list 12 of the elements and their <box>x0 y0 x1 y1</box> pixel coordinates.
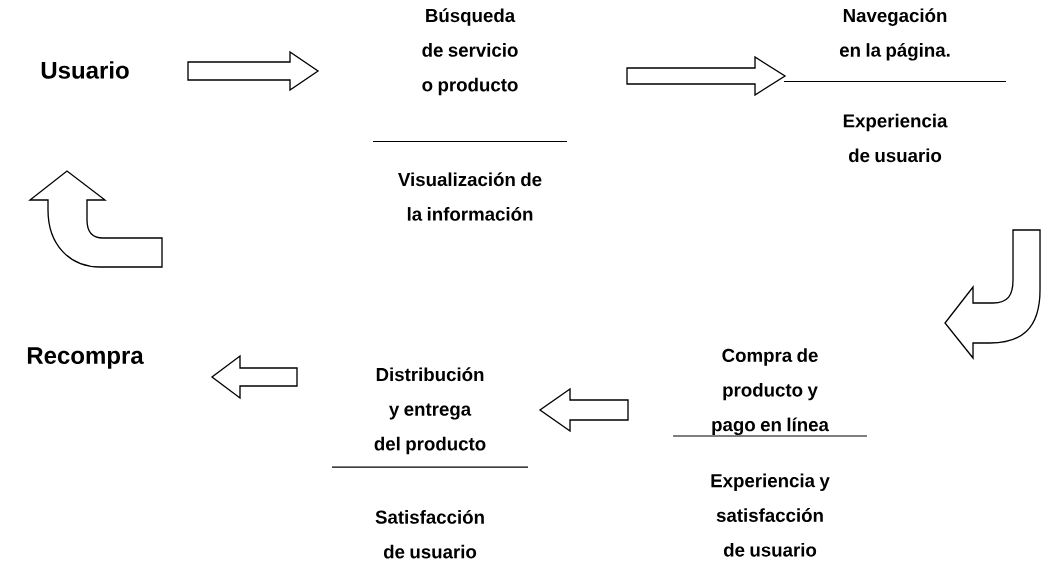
step-text: Distribución y entrega del producto Satisfacción de usuario <box>331 367 529 559</box>
step-text: Compra de producto y pago en línea Experiencia y satisfacción de usuario <box>672 348 868 557</box>
step-label: Usuario <box>41 61 129 79</box>
block-arrow <box>187 50 320 92</box>
step-text: Búsqueda de servicio o producto Visualización de la información <box>372 8 568 221</box>
step-text: Navegación en la página. Experiencia de usuario <box>783 8 1007 163</box>
block-arrow <box>538 387 629 433</box>
block-arrow <box>626 55 787 97</box>
block-arrow <box>210 354 298 400</box>
curved-block-arrow <box>944 229 1041 359</box>
step-label: Recompra <box>27 347 144 369</box>
curved-block-arrow <box>29 170 163 268</box>
